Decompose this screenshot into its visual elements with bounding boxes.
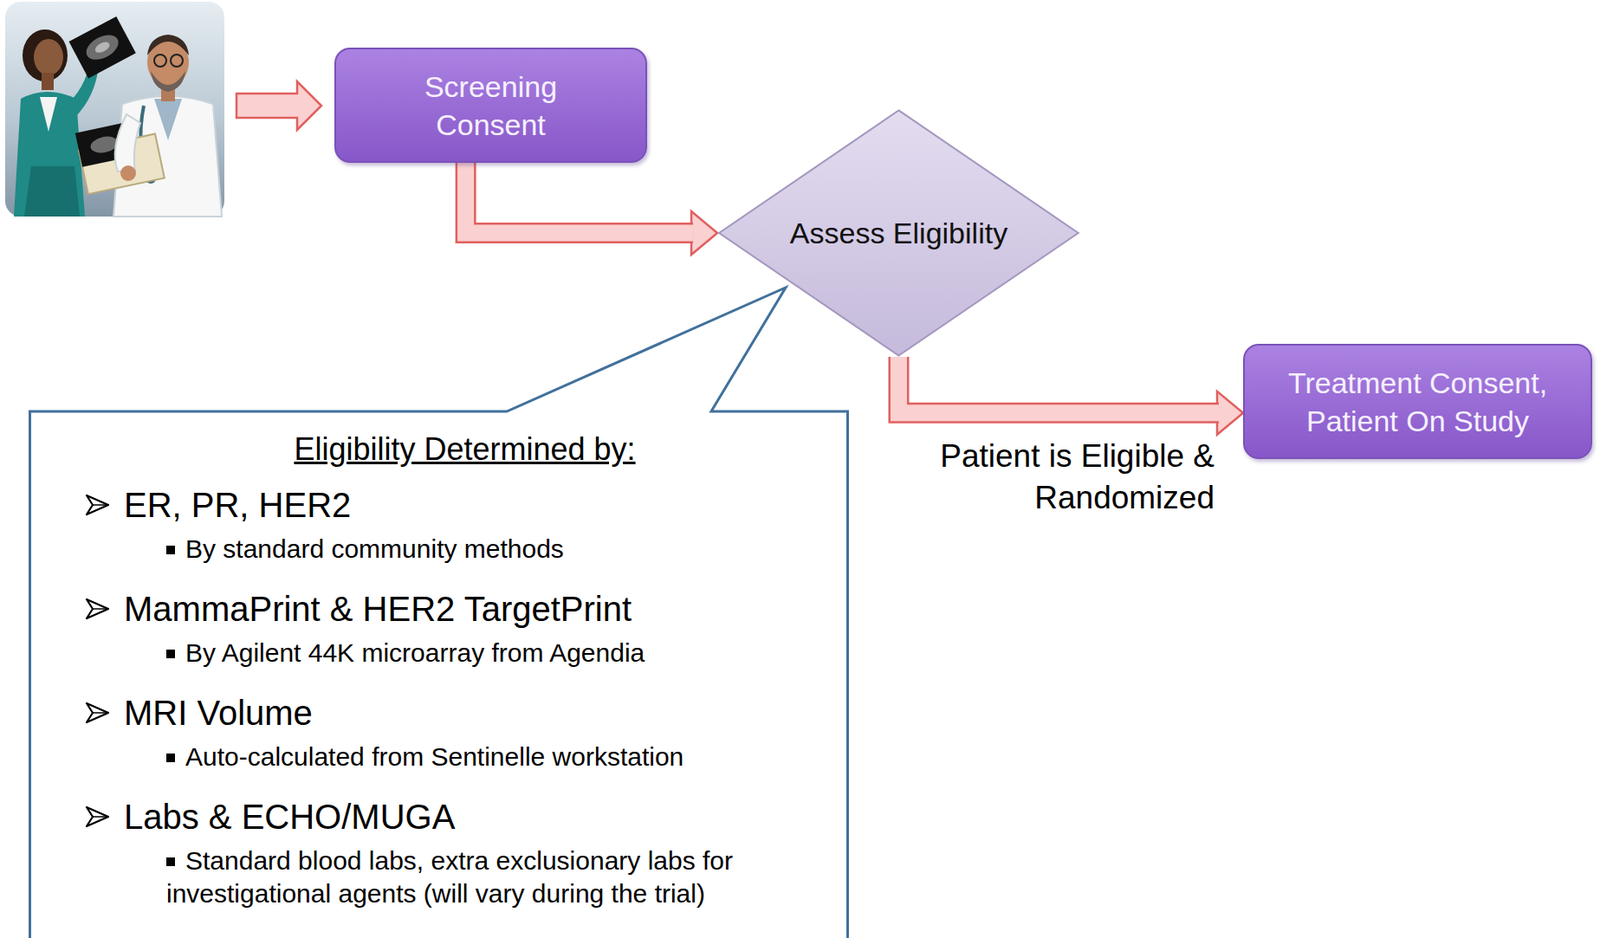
- arrow-bullet-line: [92, 712, 109, 714]
- sub-bullet-item: By Agilent 44K microarray from Agendia: [31, 636, 847, 670]
- arrow-bullet-shape: [86, 599, 109, 619]
- process-box: Screening Consent: [334, 47, 648, 163]
- box-label: Treatment Consent, Patient On Study: [1276, 363, 1559, 441]
- block-arrow: [236, 81, 322, 130]
- decision-label: Assess Eligibility: [790, 214, 1008, 252]
- arrow-bullet: [84, 595, 111, 622]
- box-text-wrap: Treatment Consent, Patient On Study: [1276, 363, 1559, 441]
- sub-bullet-text: By standard community methods: [185, 534, 564, 564]
- bullet-item: MammaPrint & HER2 TargetPrint: [31, 588, 847, 630]
- sub-bullet-text: Auto-calculated from Sentinelle workstat…: [185, 742, 684, 771]
- sub-bullet-item: Standard blood labs, extra exclusionary …: [31, 844, 847, 911]
- process-box: Treatment Consent, Patient On Study: [1243, 343, 1593, 460]
- edge-label: Patient is Eligible & Randomized: [920, 435, 1215, 519]
- bullet-text: Labs & ECHO/MUGA: [123, 796, 455, 838]
- bullet-text: MammaPrint & HER2 TargetPrint: [123, 588, 632, 630]
- callout-box: Eligibility Determined by: ER, PR, HER2By…: [28, 411, 849, 938]
- arrow-bullet-shape: [86, 495, 109, 515]
- arrow-bullet: [84, 492, 111, 519]
- bullet-item: MRI Volume: [31, 692, 847, 734]
- arrow-bullet-shape: [86, 807, 109, 827]
- sub-bullet-item: Auto-calculated from Sentinelle workstat…: [31, 740, 847, 774]
- arrow-bullet-line: [92, 504, 109, 506]
- bullet-item: Labs & ECHO/MUGA: [31, 796, 847, 838]
- square-bullet: [166, 545, 175, 555]
- arrow-bullet: [84, 803, 111, 830]
- arrow-head: [1217, 391, 1244, 435]
- square-bullet: [166, 649, 175, 659]
- connector-arrow: [898, 356, 1244, 435]
- arrow-head: [691, 211, 718, 255]
- arrow-bullet-line: [92, 608, 109, 610]
- arrow-bullet-line: [92, 816, 109, 818]
- callout-heading: Eligibility Determined by:: [31, 430, 847, 469]
- arrow-shaft-outline: [466, 162, 694, 234]
- box-text-wrap: Screening Consent: [414, 67, 568, 144]
- bullet-item: ER, PR, HER2: [31, 484, 847, 526]
- box-label: Screening Consent: [414, 67, 568, 144]
- connector-arrow: [466, 162, 718, 255]
- sub-bullet-text: By Agilent 44K microarray from Agendia: [185, 638, 645, 668]
- bullet-text: MRI Volume: [123, 692, 313, 734]
- square-bullet: [166, 857, 175, 867]
- arrow-bullet-shape: [86, 703, 109, 723]
- diamond-outline: [719, 110, 1079, 356]
- sub-bullet-item: By standard community methods: [31, 532, 847, 566]
- square-bullet: [166, 753, 175, 763]
- decision-diamond: Assess Eligibility: [717, 109, 1081, 357]
- doctors-illustration: [5, 1, 225, 217]
- arrow-shaft-outline: [898, 356, 1219, 414]
- callout-pointer: [28, 287, 849, 412]
- arrow-shaft-fill: [466, 162, 694, 234]
- arrow-shaft-fill: [898, 356, 1219, 414]
- bullet-text: ER, PR, HER2: [123, 484, 351, 526]
- sub-bullet-text: Standard blood labs, extra exclusionary …: [166, 846, 733, 908]
- arrow-bullet: [84, 699, 111, 726]
